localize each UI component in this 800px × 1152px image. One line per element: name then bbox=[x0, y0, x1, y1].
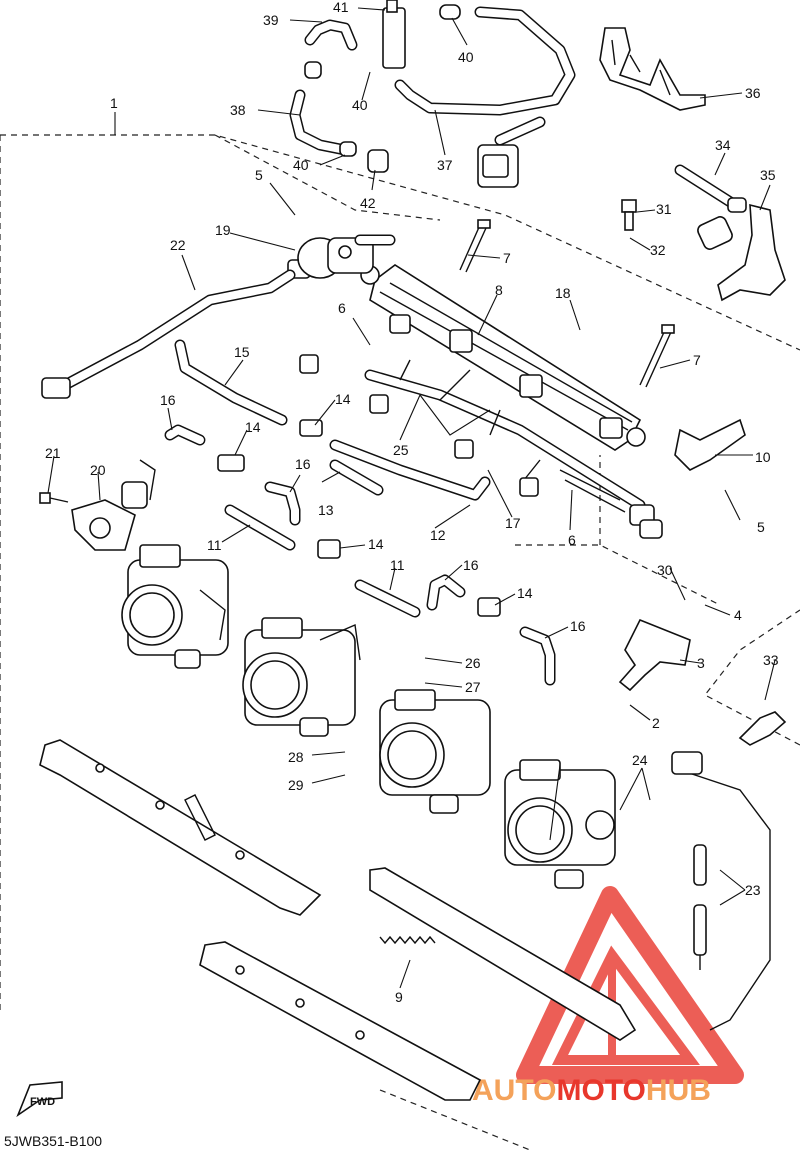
bracket-33 bbox=[738, 711, 787, 746]
callout-12: 12 bbox=[430, 527, 446, 543]
hose-15 bbox=[174, 339, 288, 426]
callout-27: 27 bbox=[465, 679, 481, 695]
callout-11a: 11 bbox=[207, 537, 222, 553]
bolt-31 bbox=[621, 199, 637, 231]
cable-33 bbox=[671, 751, 771, 1031]
callout-3: 3 bbox=[697, 655, 705, 671]
bolts-7 bbox=[459, 219, 675, 388]
pressure-regulator-19 bbox=[287, 234, 396, 279]
callout-37: 37 bbox=[437, 157, 453, 173]
link-rod-front bbox=[39, 739, 322, 916]
callout-15: 15 bbox=[234, 344, 250, 360]
callout-21: 21 bbox=[45, 445, 61, 461]
callout-34: 34 bbox=[715, 137, 731, 153]
callout-26: 26 bbox=[465, 655, 481, 671]
callout-31: 31 bbox=[656, 201, 672, 217]
callouts: 1 2 3 4 5 5 6 6 7 7 8 9 10 11 11 12 13 1… bbox=[45, 0, 779, 1005]
throttle-sensor-20 bbox=[71, 459, 156, 551]
vacuum-hoses-group bbox=[289, 0, 576, 188]
callout-1: 1 bbox=[110, 95, 118, 111]
callout-22: 22 bbox=[170, 237, 186, 253]
fwd-arrow-icon: FWD bbox=[16, 1081, 63, 1118]
callout-18: 18 bbox=[555, 285, 571, 301]
joint-10 bbox=[674, 418, 746, 471]
watermark-text: AUTOMOTOHUB bbox=[472, 1074, 711, 1107]
callout-40a: 40 bbox=[458, 49, 474, 65]
connector-35 bbox=[717, 203, 786, 302]
callout-42: 42 bbox=[360, 195, 376, 211]
callout-16b: 16 bbox=[295, 456, 311, 472]
callout-6a: 6 bbox=[338, 300, 346, 316]
callout-13: 13 bbox=[318, 502, 334, 518]
callout-6b: 6 bbox=[568, 532, 576, 548]
callout-38: 38 bbox=[230, 102, 246, 118]
callout-17: 17 bbox=[505, 515, 521, 531]
callout-41: 41 bbox=[333, 0, 349, 15]
callout-25: 25 bbox=[393, 442, 409, 458]
callout-19: 19 bbox=[215, 222, 231, 238]
wire-harness bbox=[299, 354, 663, 539]
throttle-body-3 bbox=[379, 689, 491, 814]
fwd-label: FWD bbox=[30, 1096, 55, 1108]
t-joints-14 bbox=[217, 419, 501, 617]
hose-bracket-36 bbox=[599, 27, 706, 111]
callout-14b: 14 bbox=[245, 419, 261, 435]
hose-34 bbox=[674, 164, 747, 250]
callout-16d: 16 bbox=[570, 618, 586, 634]
callout-24: 24 bbox=[632, 752, 648, 768]
diagram-code: 5JWB351-B100 bbox=[4, 1133, 102, 1149]
callout-10: 10 bbox=[755, 449, 771, 465]
callout-16a: 16 bbox=[160, 392, 176, 408]
callout-11b: 11 bbox=[390, 557, 405, 573]
callout-29: 29 bbox=[288, 777, 304, 793]
spring-9 bbox=[379, 935, 436, 945]
callout-7a: 7 bbox=[503, 250, 511, 266]
callout-20: 20 bbox=[90, 462, 106, 478]
callout-2: 2 bbox=[652, 715, 660, 731]
adjusting-screws-23 bbox=[693, 844, 707, 970]
callout-40c: 40 bbox=[293, 157, 309, 173]
callout-39: 39 bbox=[263, 12, 279, 28]
callout-33: 33 bbox=[763, 652, 779, 668]
callout-5a: 5 bbox=[255, 167, 263, 183]
callout-8: 8 bbox=[495, 282, 503, 298]
screw-21 bbox=[39, 492, 69, 504]
callout-28: 28 bbox=[288, 749, 304, 765]
hose-12 bbox=[329, 439, 491, 501]
callout-4: 4 bbox=[734, 607, 742, 623]
hose-13 bbox=[329, 459, 384, 496]
callout-14c: 14 bbox=[368, 536, 384, 552]
link-rod-rear bbox=[199, 867, 637, 1101]
fuel-hose-22 bbox=[41, 269, 296, 399]
callout-5b: 5 bbox=[757, 519, 765, 535]
short-hoses bbox=[164, 424, 556, 686]
throttle-body-2 bbox=[242, 617, 361, 737]
callout-16c: 16 bbox=[463, 557, 479, 573]
callout-35: 35 bbox=[760, 167, 776, 183]
callout-7b: 7 bbox=[693, 352, 701, 368]
callout-9: 9 bbox=[395, 989, 403, 1005]
callout-40b: 40 bbox=[352, 97, 368, 113]
callout-14d: 14 bbox=[517, 585, 533, 601]
leader-lines bbox=[47, 7, 776, 989]
throttle-body-4 bbox=[504, 759, 616, 889]
callout-14a: 14 bbox=[335, 391, 351, 407]
callout-32: 32 bbox=[650, 242, 666, 258]
injector-3 bbox=[618, 618, 691, 692]
callout-30: 30 bbox=[657, 562, 673, 578]
callout-23: 23 bbox=[745, 882, 761, 898]
throttle-body-1 bbox=[121, 544, 229, 669]
assembly-outline bbox=[0, 134, 800, 1151]
callout-36: 36 bbox=[745, 85, 761, 101]
fuel-rail-8 bbox=[360, 264, 646, 451]
